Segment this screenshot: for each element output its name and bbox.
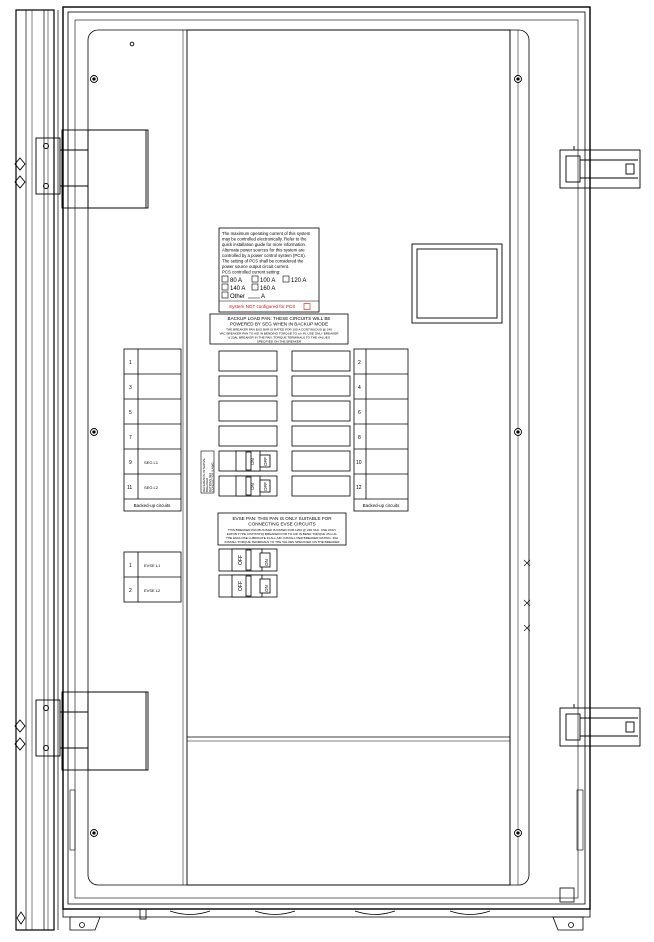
evse-label: EVSE PAN: THIS PAN IS ONLY SUITABLE FOR … xyxy=(217,512,347,546)
pcs-option-140: 140 A xyxy=(230,286,245,292)
left-circuit-directory xyxy=(123,348,182,512)
evse-breaker-2 xyxy=(218,574,278,598)
pcs-label: The maximum operating current of this sy… xyxy=(218,227,320,313)
right-circuit-number: 2 xyxy=(358,360,361,366)
evse-circuit-tag: EVSE L2 xyxy=(144,588,161,593)
pcs-checkbox-160 xyxy=(251,283,259,291)
pcs-label-line: may be controlled electronically. Refer … xyxy=(222,237,307,242)
left-circuit-tag: SEG L1 xyxy=(144,460,159,465)
backup-label-line: VAC BREAKER PAN TO AID IN BENDING TORQUE… xyxy=(219,332,339,336)
evse-circuit-directory xyxy=(123,551,182,603)
seg-breaker-2-on-label: ON xyxy=(250,483,255,490)
pcs-label-line: power source output circuit current. xyxy=(222,264,289,269)
backup-label-line: & 20AL BREAKER IN THE PAN. TORQUE TERMIN… xyxy=(228,336,330,340)
right-circuit-number: 10 xyxy=(356,460,362,466)
left-circuit-number: 1 xyxy=(129,360,132,366)
seg-breaker-2-off-label: OFF xyxy=(263,482,268,491)
pcs-checkbox-100 xyxy=(251,275,259,283)
evse-label-line: THIS BREAKER PAN BUS BAR IS RATED FOR 12… xyxy=(228,528,336,532)
backup-load-label: BACKUP LOAD PAN: THESE CIRCUITS WILL BE … xyxy=(209,313,349,345)
pcs-option-160: 160 A xyxy=(260,286,275,292)
pcs-checkbox-140 xyxy=(221,283,229,291)
evse-circuit-tag: EVSE L1 xyxy=(144,563,161,568)
evse-breaker-1-off-label: OFF xyxy=(238,555,244,565)
evse-label-line: EATON TYPE CH/HT/CHQ BREAKER FOR TO AID … xyxy=(227,532,338,536)
latch-lower xyxy=(559,704,641,747)
evse-label-line: THE ENCLOSE LUBRICATE IN ALL AIR. INSTAL… xyxy=(226,536,339,540)
pcs-not-configured: System NOT configured for PCS xyxy=(229,304,295,309)
pcs-option-80: 80 A xyxy=(230,278,242,284)
pcs-checkbox-other xyxy=(221,291,229,299)
left-circuit-number: 9 xyxy=(129,460,132,466)
hinge-lower xyxy=(14,691,149,771)
right-circuit-number: 8 xyxy=(358,435,361,441)
right-circuit-number: 6 xyxy=(358,410,361,416)
evse-label-line: EVSE PAN: THIS PAN IS ONLY SUITABLE FOR xyxy=(232,516,332,521)
right-circuit-number: 12 xyxy=(356,485,362,491)
evse-breaker-1 xyxy=(218,548,278,572)
pcs-option-120: 120 A xyxy=(291,278,306,284)
pcs-option-other-unit: A xyxy=(261,294,265,300)
pcs-checkbox-120 xyxy=(282,275,290,283)
backup-label-line: SPECIFIED ON THE BREAKER xyxy=(257,339,302,343)
side-note-line: REFERENCE INTERNAL xyxy=(202,457,206,492)
pcs-label-line: Alternate power sources for this system … xyxy=(222,248,305,253)
pcs-option-other: Other xyxy=(230,294,245,300)
pcs-label-line: quick installation guide for more inform… xyxy=(222,242,306,247)
hinge-upper xyxy=(14,129,149,209)
evse-breaker-1-on-label: ON xyxy=(264,559,269,566)
evse-label-line: CONNECTING EVSE CIRCUITS xyxy=(248,522,315,527)
left-circuit-number: 11 xyxy=(127,485,132,491)
right-circuit-number: 4 xyxy=(358,385,361,391)
pcs-label-line: The setting of PCS shall be considered t… xyxy=(222,259,304,264)
dead-front xyxy=(182,29,511,886)
enclosure-bottom xyxy=(69,887,584,931)
seg-breaker-1-on-label: ON xyxy=(250,458,255,465)
screws xyxy=(90,41,522,837)
pcs-label-line: PCS controlled current setting: xyxy=(222,270,280,275)
side-note-line: CONDUCTOR 6 AWG xyxy=(211,462,215,492)
evse-label-line: INSTALL TORQUE TERMINALS TO THE VALUES S… xyxy=(225,540,341,544)
seg-breaker-2 xyxy=(218,475,278,497)
pcs-option-100: 100 A xyxy=(260,278,275,284)
left-circuit-caption: Backed-up circuits xyxy=(134,503,172,508)
breaker-knockouts-left xyxy=(218,350,278,447)
pcs-checkbox-80 xyxy=(221,275,229,283)
pcs-label-line: The maximum operating current of this sy… xyxy=(222,231,311,236)
evse-breaker-2-off-label: OFF xyxy=(238,581,244,591)
backup-label-line: THE BREAKER PAN BUS BAR IS RATED FOR 100… xyxy=(226,328,332,332)
frame-details xyxy=(69,559,584,851)
evse-breaker-2-on-label: ON xyxy=(264,585,269,592)
left-circuit-number: 7 xyxy=(129,435,132,441)
left-circuit-tag: SEG L2 xyxy=(144,485,159,490)
pcs-checkbox-not-configured xyxy=(303,303,311,310)
door-frame-left xyxy=(15,9,59,931)
seg-breaker-1-off-label: OFF xyxy=(263,457,268,466)
latch-upper xyxy=(559,146,641,189)
evse-circuit-number: 1 xyxy=(129,563,132,569)
side-note: REFERENCE INTERNAL BREAKER RATINGS 60A C… xyxy=(200,450,215,494)
backup-label-line: BACKUP LOAD PAN: THESE CIRCUITS WILL BE xyxy=(228,316,331,321)
left-circuit-number: 3 xyxy=(129,385,132,391)
right-circuit-caption: Backed-up circuits xyxy=(363,503,401,508)
display-window xyxy=(411,243,503,324)
backup-label-line: POWERED BY SEG WHEN IN BACKUP MODE xyxy=(230,322,328,327)
left-circuit-number: 5 xyxy=(129,410,132,416)
seg-breaker-1 xyxy=(218,450,278,472)
side-note-line: RATINGS 60A xyxy=(208,473,212,492)
breaker-knockouts-right xyxy=(291,350,351,497)
evse-circuit-number: 2 xyxy=(129,588,132,594)
side-note-line: BREAKER xyxy=(205,477,209,492)
pcs-label-line: controlled by a power control system (PC… xyxy=(222,253,306,258)
right-circuit-directory xyxy=(353,348,409,512)
